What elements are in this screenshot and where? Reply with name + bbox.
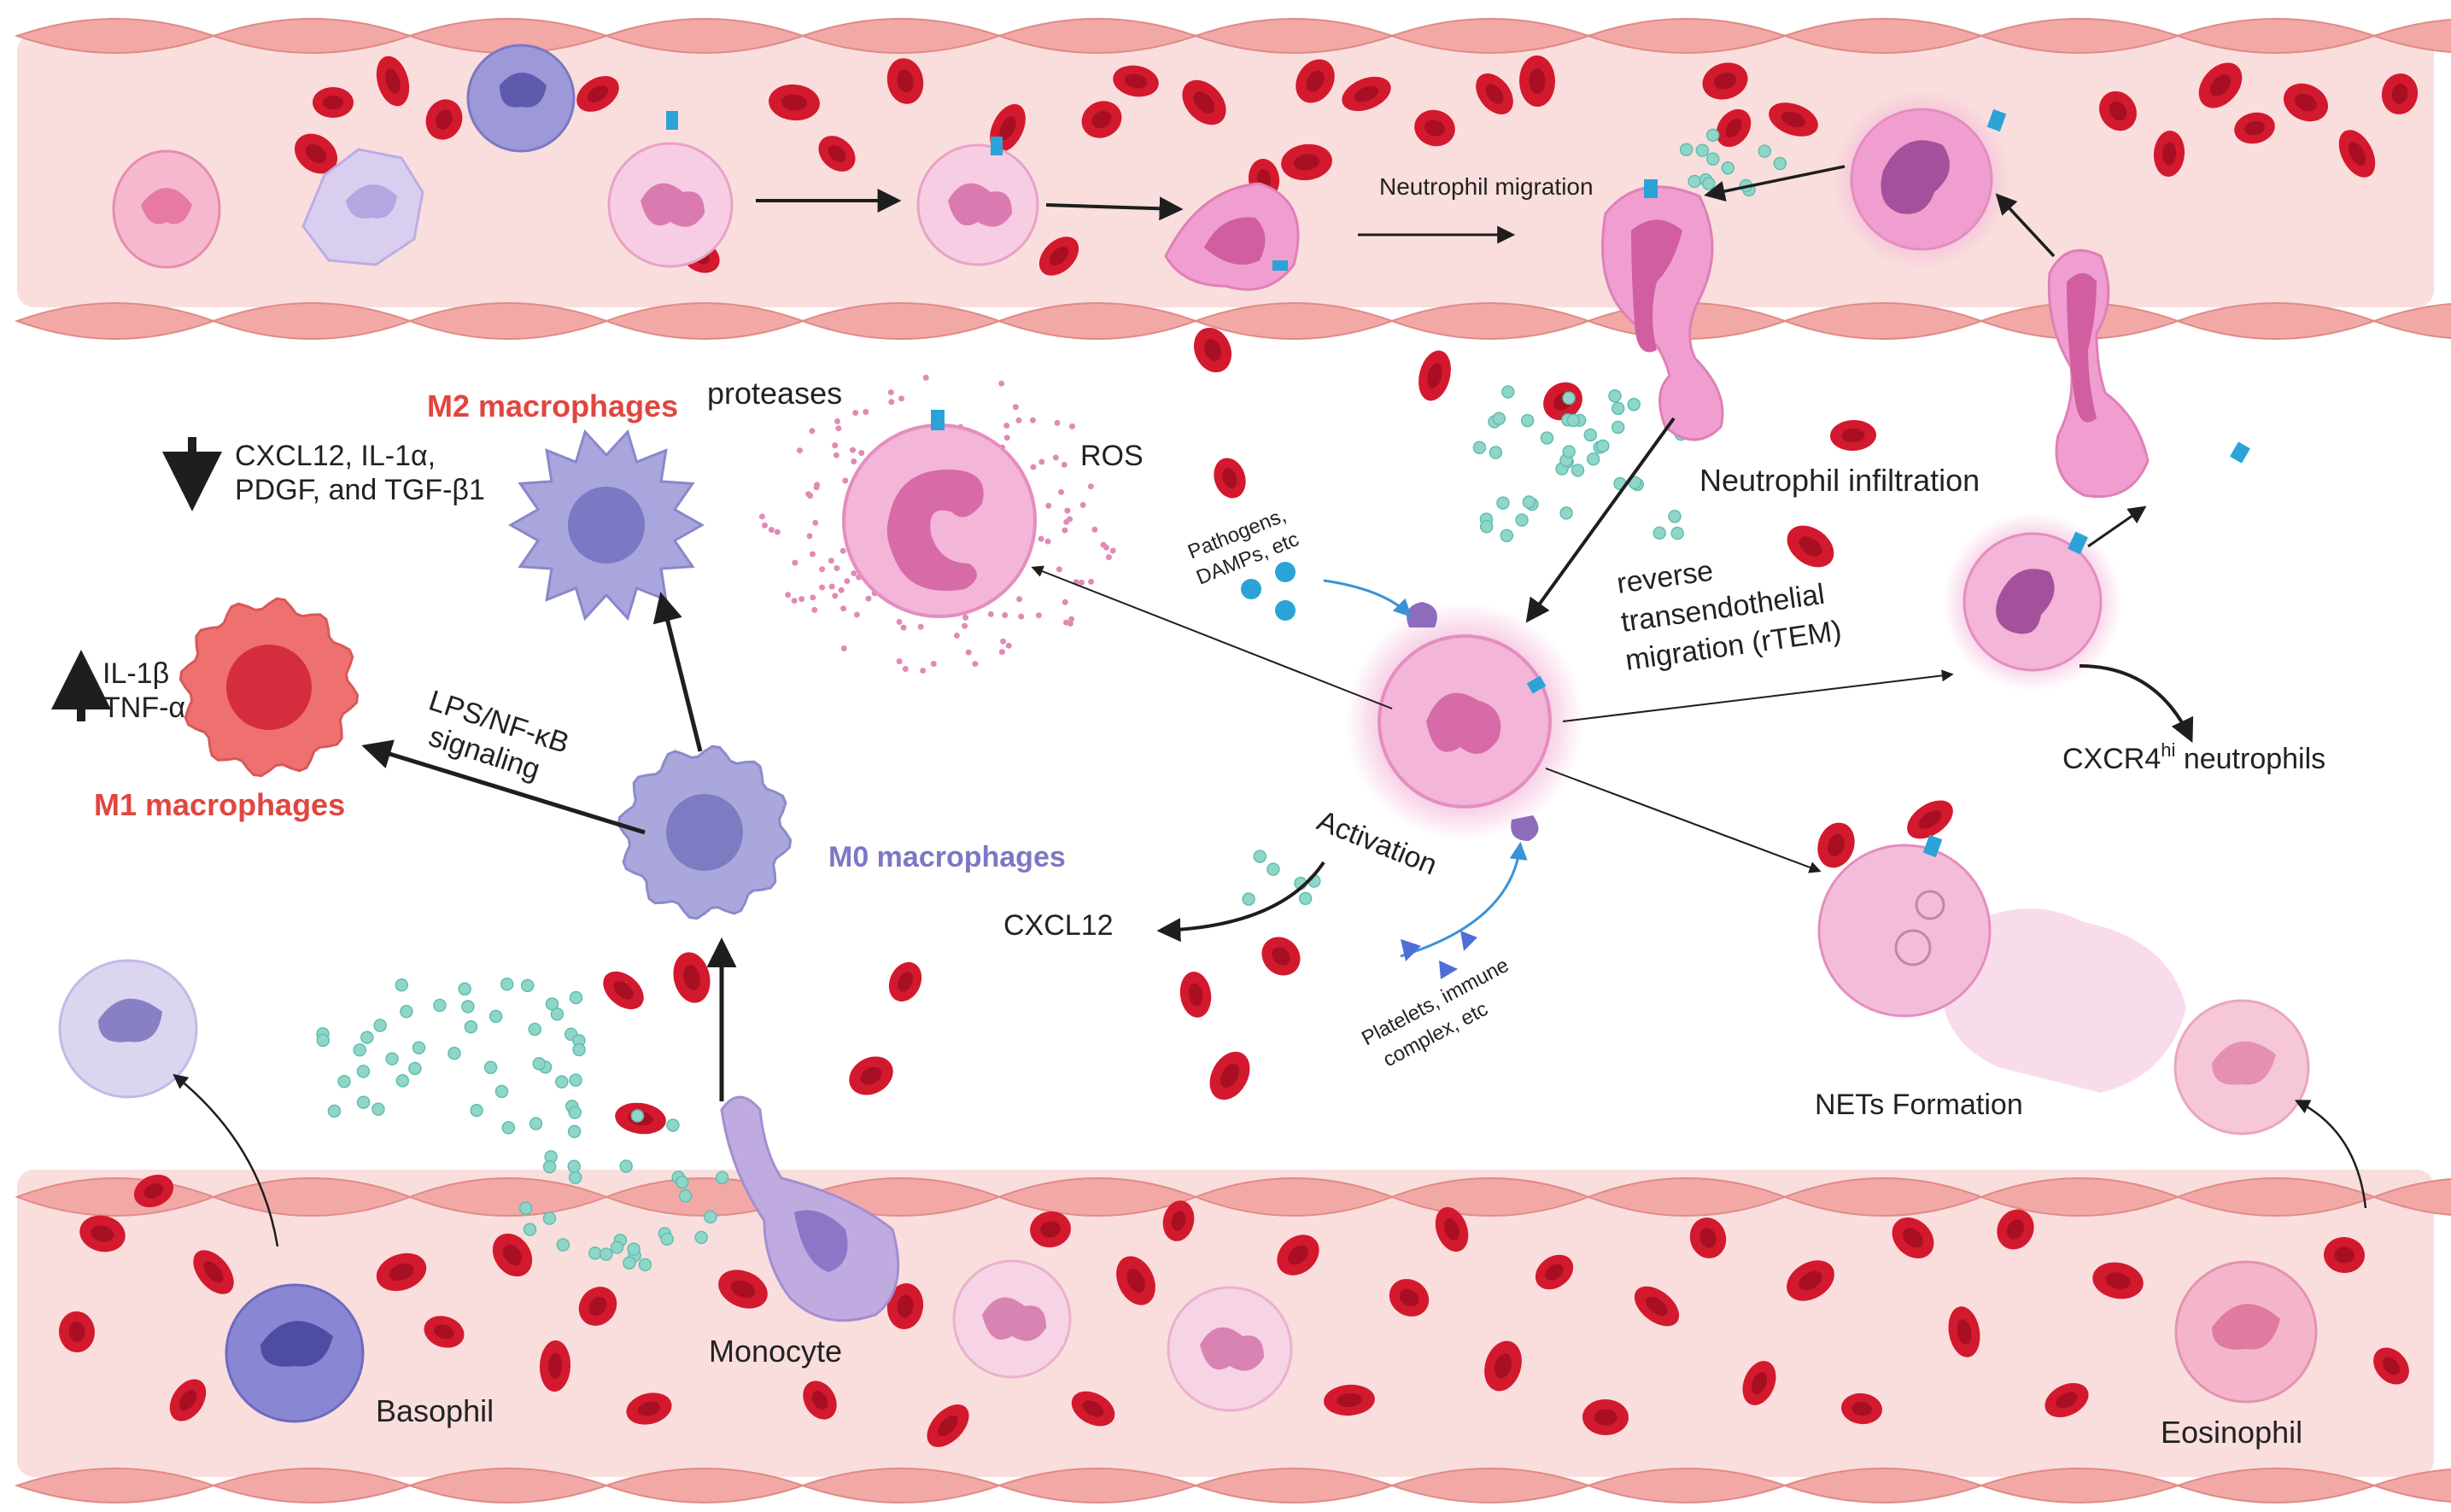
label-rtem-line1: reverse bbox=[1615, 555, 1716, 600]
label-m1-macrophages: M1 macrophages bbox=[94, 787, 345, 822]
neutrophil-glowing-top bbox=[1832, 90, 2011, 269]
arrow-rtem-up bbox=[1995, 193, 2056, 258]
neutrophil-adhering bbox=[1164, 182, 1300, 291]
arrow-cxcr4-curve bbox=[2079, 664, 2194, 744]
label-m2-factors-line1: CXCL12, IL-1α, bbox=[235, 440, 436, 472]
label-eosinophil: Eosinophil bbox=[2161, 1415, 2302, 1450]
neutrophil-bottom-1 bbox=[952, 1259, 1072, 1379]
basophil-left bbox=[58, 959, 198, 1099]
arrow-nets bbox=[1545, 768, 1822, 873]
label-m2-macrophages: M2 macrophages bbox=[427, 388, 678, 423]
top-endothelium-upper bbox=[14, 18, 2451, 54]
label-basophil: Basophil bbox=[376, 1393, 494, 1428]
arrows bbox=[51, 165, 2367, 1247]
basophil-top bbox=[301, 148, 424, 266]
basophil-top-small bbox=[466, 44, 576, 153]
label-neutrophil-infiltration: Neutrophil infiltration bbox=[1699, 463, 1980, 498]
arrow-rolling-2 bbox=[1045, 196, 1184, 221]
arrow-eosinophil-out bbox=[2294, 1100, 2367, 1209]
label-ros: ROS bbox=[1080, 440, 1144, 472]
eosinophil-top-left bbox=[112, 149, 221, 269]
arrow-cxcl12 bbox=[1156, 861, 1325, 943]
arrow-cxcr4-up bbox=[2087, 505, 2147, 548]
neutrophil-rolling-1 bbox=[607, 111, 734, 268]
label-cxcr4-neutrophils: CXCR4hi neutrophils bbox=[2062, 739, 2325, 775]
eosinophil-right bbox=[2173, 999, 2310, 1135]
label-nets-formation: NETs Formation bbox=[1815, 1089, 2023, 1121]
arrow-m0-to-m2 bbox=[652, 592, 703, 752]
m1-macrophage-cell bbox=[178, 597, 360, 778]
eosinophil-bottom-right bbox=[2174, 1260, 2318, 1404]
neutrophil-cxcr4-hi bbox=[1943, 512, 2122, 692]
arrow-platelets bbox=[1400, 841, 1528, 958]
neutrophil-transmigrating bbox=[1601, 179, 1724, 441]
neutrophil-bottom-2 bbox=[1167, 1286, 1293, 1412]
label-m1-factors-line1: IL-1β bbox=[102, 657, 169, 690]
pathogen-particles bbox=[1241, 562, 1296, 621]
arrow-infiltration bbox=[1525, 417, 1676, 623]
red-blood-cells bbox=[58, 55, 2419, 1447]
label-m1-factors-line2: TNF-α bbox=[102, 692, 185, 724]
platelet-particles bbox=[1401, 931, 1477, 979]
m2-macrophage-cell bbox=[507, 429, 705, 622]
net-forming-neutrophil bbox=[1817, 834, 2186, 1093]
bottom-endothelium-upper bbox=[15, 1177, 2451, 1217]
bottom-endothelium-lower bbox=[14, 1468, 2451, 1503]
basophil-bottom bbox=[225, 1283, 365, 1423]
arrow-rtem bbox=[1562, 669, 1954, 722]
label-proteases: proteases bbox=[707, 376, 842, 411]
arrow-to-protease-neutrophil bbox=[1031, 565, 1393, 709]
m0-macrophage-cell bbox=[617, 744, 793, 920]
arrow-basophil-out bbox=[173, 1073, 279, 1247]
label-m2-factors-line2: PDGF, and TGF-β1 bbox=[235, 474, 485, 506]
neutrophil-central bbox=[1345, 602, 1584, 841]
label-m0-macrophages: M0 macrophages bbox=[828, 841, 1066, 873]
neutrophil-rolling-2 bbox=[916, 137, 1039, 266]
neutrophil-protease-ros bbox=[758, 374, 1116, 674]
neutrophil-rtem-crossing bbox=[2047, 248, 2250, 499]
label-cxcl12: CXCL12 bbox=[1003, 909, 1114, 942]
top-endothelium-lower bbox=[15, 302, 2451, 340]
arrow-m0-to-m1 bbox=[361, 739, 646, 835]
arrow-pathogens bbox=[1323, 579, 1412, 617]
arrow-reverse-migration-top bbox=[1704, 165, 1846, 202]
monocyte-transmigrating bbox=[720, 1095, 900, 1322]
label-neutrophil-migration: Neutrophil migration bbox=[1379, 173, 1594, 200]
label-monocyte: Monocyte bbox=[709, 1334, 842, 1369]
